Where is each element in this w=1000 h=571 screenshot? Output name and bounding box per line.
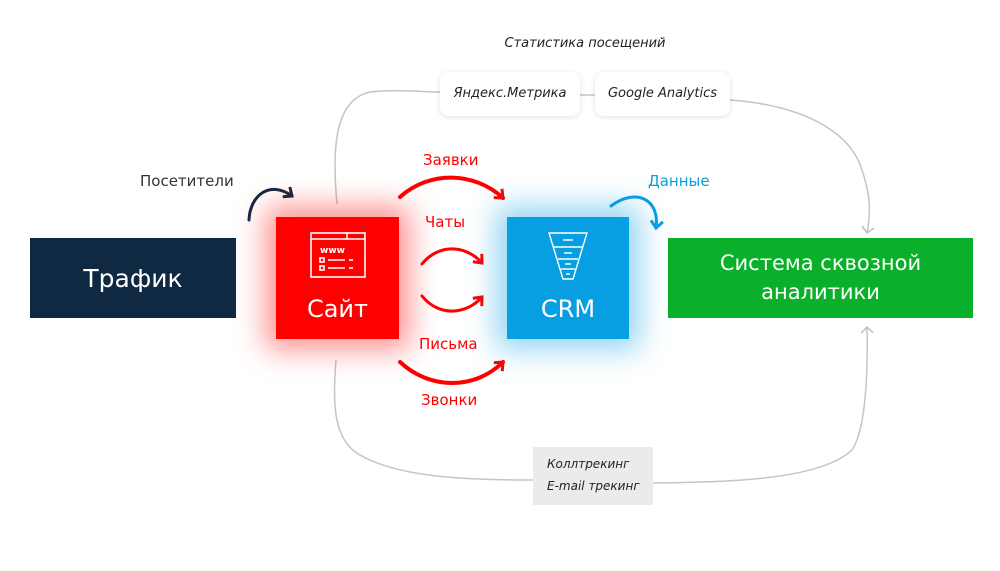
- svg-text:www: www: [320, 246, 345, 256]
- letters-label: Письма: [419, 335, 478, 353]
- chats-arrow: [420, 247, 482, 266]
- calltracking-label: Коллтрекинг: [547, 457, 630, 471]
- visitors-arrow: [247, 189, 292, 222]
- requests-arrow: [398, 175, 505, 200]
- stats-connector-left: [334, 89, 441, 205]
- site-label: Сайт: [306, 295, 369, 323]
- google-analytics-box: Google Analytics: [595, 72, 730, 116]
- tracking-connector-right: [652, 325, 874, 484]
- analytics-label-line2: аналитики: [761, 280, 880, 304]
- tracking-box: Коллтрекинг E-mail трекинг: [533, 447, 653, 505]
- crm-node: CRM: [507, 217, 629, 339]
- visitors-label: Посетители: [140, 172, 234, 190]
- email-tracking-label: E-mail трекинг: [547, 479, 640, 493]
- website-www-icon: www: [276, 231, 399, 281]
- traffic-label: Трафик: [83, 263, 183, 293]
- site-node: www Сайт: [276, 217, 399, 339]
- calls-label: Звонки: [421, 391, 478, 409]
- yandex-metrika-box: Яндекс.Метрика: [440, 72, 580, 116]
- data-arrow: [609, 195, 656, 228]
- crm-label: CRM: [540, 295, 596, 323]
- chats-label: Чаты: [425, 213, 466, 231]
- traffic-node: Трафик: [30, 238, 236, 318]
- data-label: Данные: [648, 172, 710, 190]
- stats-connector-right: [729, 99, 875, 235]
- chats-return-arrow: [420, 294, 482, 313]
- funnel-icon: [507, 231, 629, 283]
- analytics-label-line1: Система сквозной: [719, 251, 922, 275]
- stats-caption: Статистика посещений: [504, 36, 666, 51]
- requests-label: Заявки: [423, 151, 479, 169]
- letters-arrow: [398, 360, 505, 385]
- analytics-node: Система сквозной аналитики: [668, 238, 973, 318]
- tracking-connector-left: [333, 359, 534, 481]
